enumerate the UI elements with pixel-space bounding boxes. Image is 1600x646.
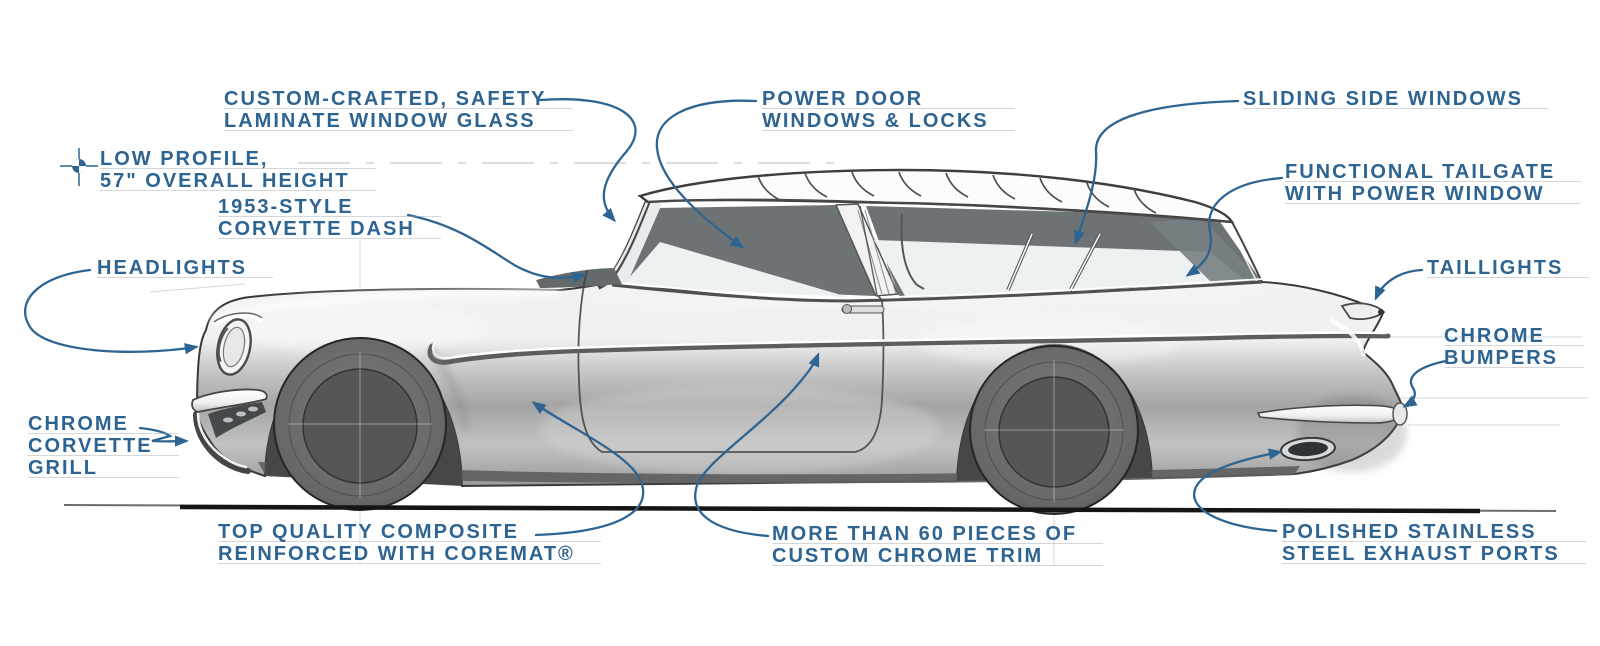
leader-grill xyxy=(138,426,189,447)
roof-ribs xyxy=(757,171,1157,214)
leader-composite xyxy=(531,401,645,537)
leader-chrome-bumpers xyxy=(1402,359,1448,408)
label-chrome-grill: CHROME CORVETTE GRILL xyxy=(28,413,179,479)
roof xyxy=(637,168,1235,224)
label-exhaust-ports: POLISHED STAINLESS STEEL EXHAUST PORTS xyxy=(1282,521,1586,565)
door-handle xyxy=(841,304,885,314)
label-chrome-trim: MORE THAN 60 PIECES OF CUSTOM CHROME TRI… xyxy=(772,523,1104,567)
front-bumper xyxy=(191,388,268,413)
label-composite: TOP QUALITY COMPOSITE REINFORCED WITH CO… xyxy=(218,521,601,565)
leader-lines xyxy=(24,98,1448,538)
leader-tailgate xyxy=(1185,176,1284,277)
tailgate-edge xyxy=(1231,221,1263,283)
beltline-trim xyxy=(611,278,1263,303)
front-wheel xyxy=(273,337,447,511)
datum-crosshair-icon xyxy=(60,148,98,186)
front-end xyxy=(191,312,268,474)
leader-power-door xyxy=(655,99,758,249)
d-pillar-shade xyxy=(1150,218,1262,283)
label-power-door: POWER DOOR WINDOWS & LOCKS xyxy=(762,88,1015,132)
leader-exhaust xyxy=(1193,448,1283,533)
leader-sliding-windows xyxy=(1074,99,1240,245)
label-low-profile: LOW PROFILE, 57" OVERALL HEIGHT xyxy=(100,148,376,192)
rear-bumper-cap xyxy=(1392,402,1408,426)
label-chrome-bumpers: CHROME BUMPERS xyxy=(1444,325,1585,369)
leader-chrome-trim xyxy=(694,352,820,538)
label-taillights: TAILLIGHTS xyxy=(1427,257,1590,279)
headlight-eyebrow xyxy=(213,312,263,323)
headlight xyxy=(216,318,252,376)
ground-line xyxy=(63,504,1557,514)
windshield xyxy=(610,200,662,286)
label-headlights: HEADLIGHTS xyxy=(97,257,273,279)
leader-taillights xyxy=(1374,268,1424,301)
label-sliding-windows: SLIDING SIDE WINDOWS xyxy=(1243,88,1549,110)
leader-corvette-dash xyxy=(406,213,587,283)
car-body xyxy=(195,280,1407,488)
label-corvette-dash: 1953-STYLE CORVETTE DASH xyxy=(218,196,441,240)
leader-headlights xyxy=(24,268,199,355)
exhaust-port xyxy=(1280,436,1336,462)
door-and-trim xyxy=(427,205,1391,453)
leader-custom-glass xyxy=(538,98,637,223)
front-bumper-guard xyxy=(193,411,251,474)
rear-wheel xyxy=(969,345,1139,515)
rear-end xyxy=(1256,302,1408,462)
grill-teeth xyxy=(223,406,258,423)
label-tailgate: FUNCTIONAL TAILGATE WITH POWER WINDOW xyxy=(1285,161,1582,205)
label-custom-glass: CUSTOM-CRAFTED, SAFETY LAMINATE WINDOW G… xyxy=(224,88,573,132)
side-chrome-spear xyxy=(427,331,1391,431)
window-dividers xyxy=(1006,233,1102,292)
glasshouse xyxy=(535,194,1263,303)
door-outline xyxy=(577,269,885,453)
